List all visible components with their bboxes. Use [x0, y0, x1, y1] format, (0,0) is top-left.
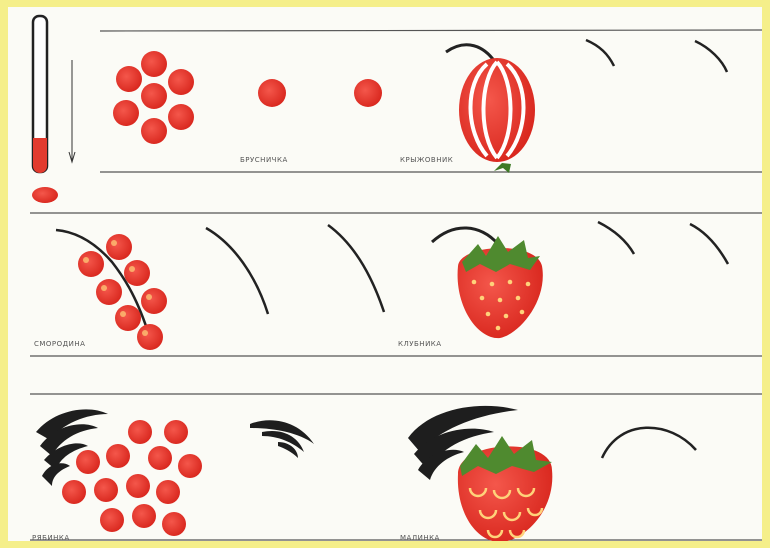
worksheet: брусничка крыжовник смородина клубника р… — [8, 7, 762, 541]
brush-stroke-sample — [602, 428, 696, 458]
worksheet-drawing — [8, 7, 762, 541]
strawberry-icon — [432, 228, 543, 338]
brush-icon — [32, 16, 75, 203]
berry-cluster-icon — [113, 51, 382, 144]
label-row2-berry-b: клубника — [398, 340, 442, 348]
label-row3-berry-a: рябинка — [32, 534, 70, 542]
currant-branch-icon — [56, 230, 167, 350]
raspberry-icon — [458, 436, 552, 541]
grass-curl-icon — [36, 409, 108, 486]
gooseberry-icon — [446, 45, 535, 173]
label-row2-berry-a: смородина — [34, 340, 85, 348]
label-row1-berry-a: брусничка — [240, 156, 288, 164]
grass-stroke-sample — [250, 420, 314, 458]
label-row3-berry-b: малинка — [400, 534, 440, 542]
label-row1-berry-b: крыжовник — [400, 156, 453, 164]
brush-stroke-samples — [586, 40, 727, 72]
rowan-icon — [62, 420, 202, 536]
